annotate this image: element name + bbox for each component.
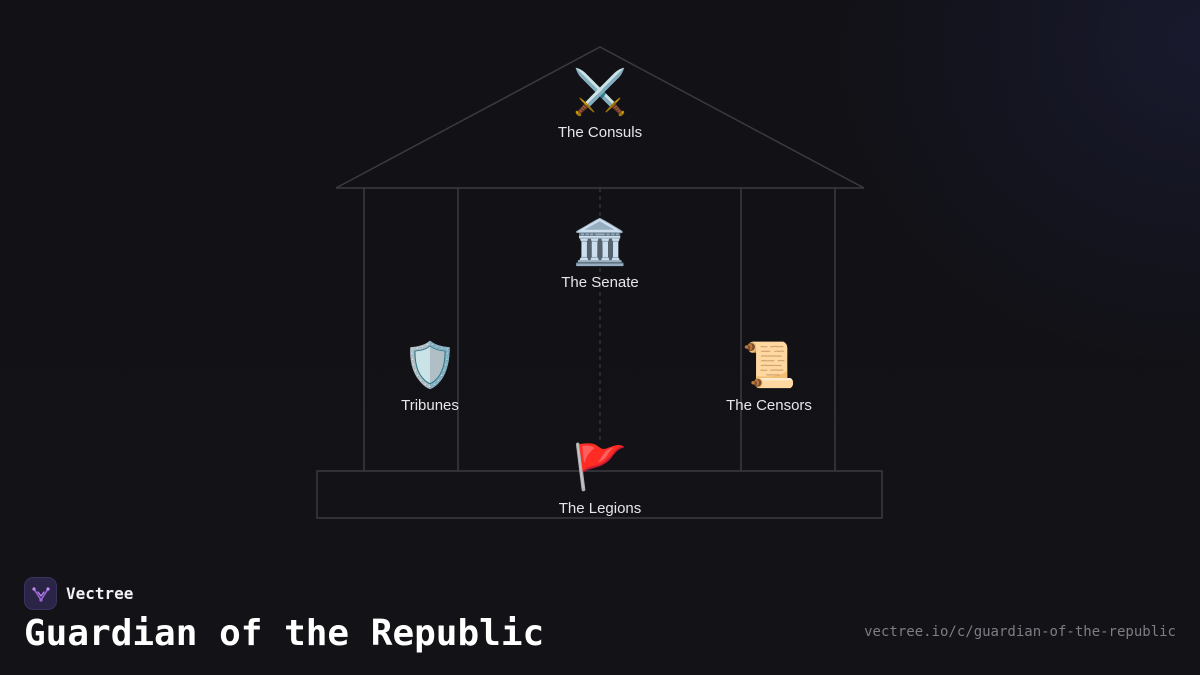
node-censors: 📜 The Censors [726, 340, 812, 414]
node-legions: 🚩 The Legions [559, 442, 642, 517]
shield-icon: 🛡️ [403, 340, 458, 391]
node-label-tribunes: Tribunes [401, 397, 459, 414]
source-url: vectree.io/c/guardian-of-the-republic [864, 624, 1176, 640]
scroll-icon: 📜 [742, 340, 797, 391]
node-senate: 🏛️ The Senate [561, 217, 639, 291]
node-label-consuls: The Consuls [558, 124, 642, 141]
temple-base [316, 470, 883, 519]
brand-name: Vectree [66, 584, 134, 603]
crossed-swords-icon: ⚔️ [573, 67, 628, 118]
red-flag-icon: 🚩 [573, 442, 628, 493]
node-consuls: ⚔️ The Consuls [558, 67, 642, 141]
node-label-senate: The Senate [561, 274, 639, 291]
node-label-legions: The Legions [559, 500, 642, 517]
classical-building-icon: 🏛️ [573, 217, 628, 268]
vectree-logo-icon [24, 577, 57, 610]
page-title: Guardian of the Republic [24, 613, 545, 654]
brand: Vectree [24, 577, 133, 610]
node-tribunes: 🛡️ Tribunes [401, 340, 459, 414]
node-label-censors: The Censors [726, 397, 812, 414]
